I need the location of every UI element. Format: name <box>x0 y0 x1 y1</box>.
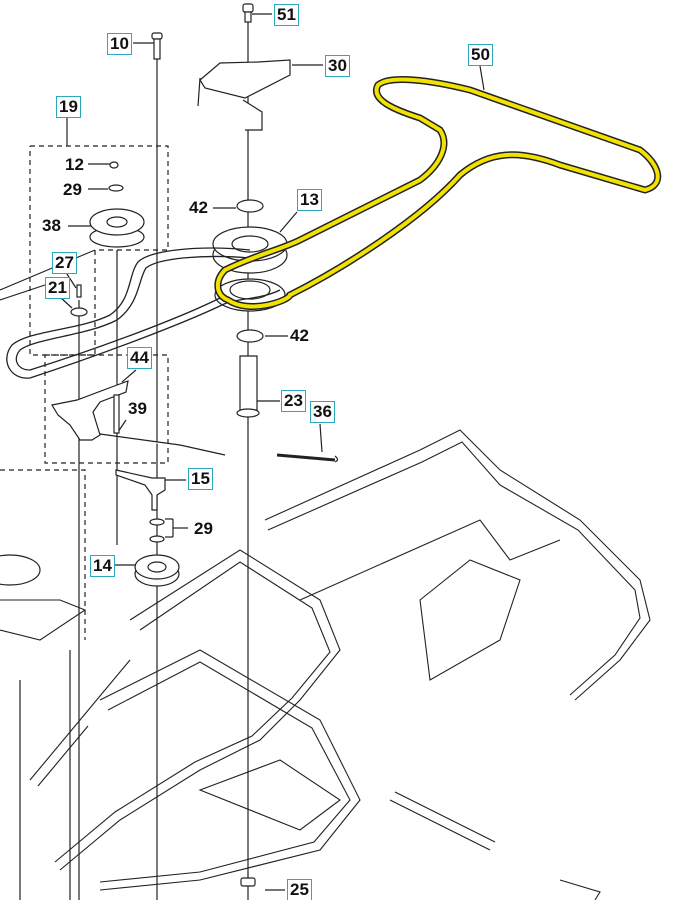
callout-25: 25 <box>287 879 312 900</box>
callout-30: 30 <box>325 55 350 77</box>
idler-arms <box>51 380 339 511</box>
part-50-belt <box>214 76 662 310</box>
secondary-belt <box>6 247 281 379</box>
callout-12: 12 <box>65 155 84 174</box>
callout-39: 39 <box>128 399 147 418</box>
callout-23: 23 <box>281 390 306 412</box>
shaft-lines <box>19 22 249 900</box>
callout-29: 29 <box>63 180 82 199</box>
callout-44: 44 <box>127 347 152 369</box>
callout-38: 38 <box>42 216 61 235</box>
callout-21: 21 <box>45 277 70 299</box>
callout-15: 15 <box>188 468 213 490</box>
callout-42-upper: 42 <box>189 198 208 217</box>
callout-10: 10 <box>107 33 132 55</box>
chassis-frame <box>0 249 651 900</box>
callout-51: 51 <box>274 4 299 26</box>
bolts <box>151 3 256 887</box>
callout-13: 13 <box>297 189 322 211</box>
callout-14: 14 <box>90 555 115 577</box>
callout-29-lower: 29 <box>194 519 213 538</box>
callout-42-lower: 42 <box>290 326 309 345</box>
callout-36: 36 <box>310 401 335 423</box>
callout-27: 27 <box>52 252 77 274</box>
callout-19: 19 <box>56 96 81 118</box>
callout-50: 50 <box>468 44 493 66</box>
part-30-bracket <box>197 59 291 131</box>
